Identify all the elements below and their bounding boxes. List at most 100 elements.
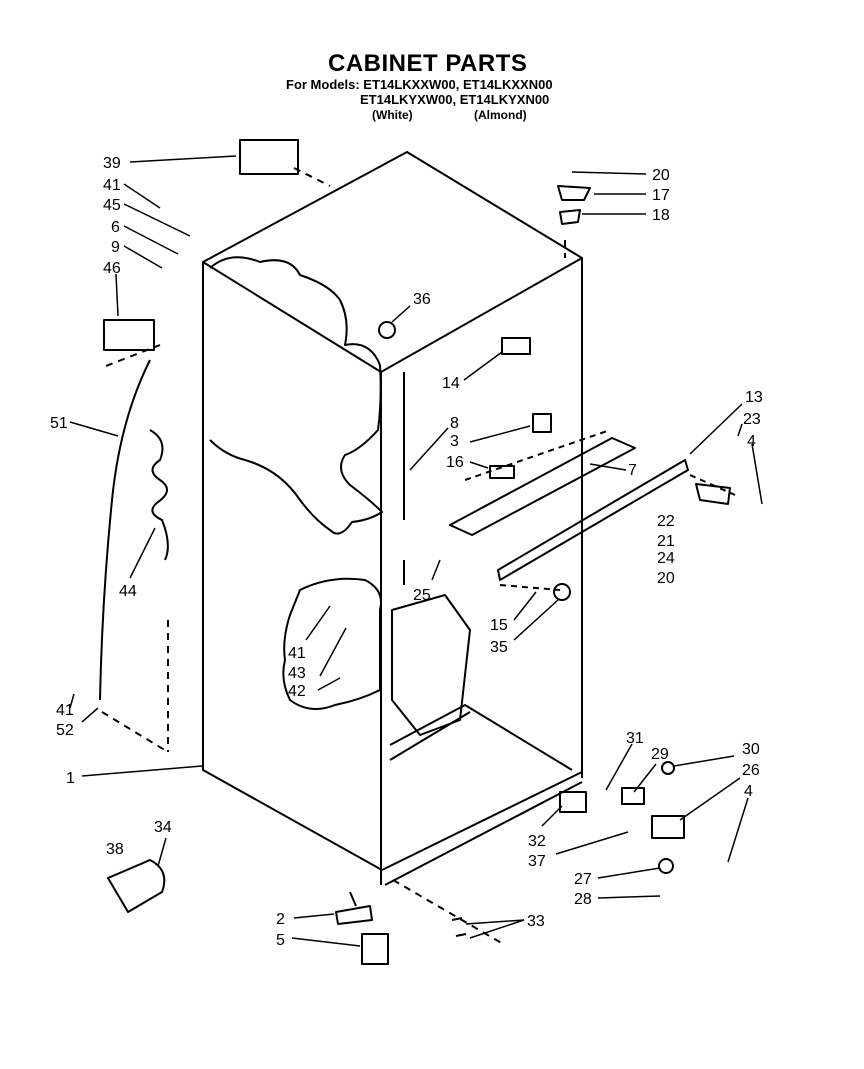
part-22-bracket	[695, 483, 731, 505]
leader-31	[605, 743, 633, 791]
callout-labels: 39 41 45 6 9 46 51 44 41 52 1 34 38 2 5 …	[50, 155, 763, 949]
cabinet-floor	[389, 704, 573, 771]
part-2-leveler	[335, 891, 373, 925]
callout-20: 20	[652, 167, 670, 184]
callout-35: 35	[490, 639, 508, 656]
callout-41-c: 41	[288, 645, 306, 662]
cutaway-upper	[209, 256, 383, 535]
callout-4-b: 4	[744, 783, 753, 800]
leader-33	[465, 919, 525, 939]
callout-23: 23	[743, 411, 761, 428]
part-18-bushing	[559, 209, 581, 225]
part-46-valve	[103, 319, 155, 351]
cabinet-base	[381, 771, 583, 886]
callout-43: 43	[288, 665, 306, 682]
callout-2: 2	[276, 911, 285, 928]
part-36-plug	[378, 321, 396, 339]
callout-27: 27	[574, 871, 592, 888]
part-5-roller	[361, 933, 389, 965]
page-title: CABINET PARTS	[328, 50, 528, 77]
part-27-leg	[658, 858, 674, 874]
leader-36	[391, 305, 411, 323]
crisper-cover	[391, 594, 471, 736]
callout-38: 38	[106, 841, 124, 858]
callout-41-b: 41	[56, 702, 74, 719]
callout-37: 37	[528, 853, 546, 870]
part-29-plate	[621, 787, 645, 805]
callout-51: 51	[50, 415, 68, 432]
leader-37	[555, 831, 629, 855]
power-cord-coil	[149, 429, 169, 561]
leader-26	[679, 777, 741, 821]
leader-46	[115, 273, 119, 317]
leader-23	[737, 423, 743, 437]
callout-14: 14	[442, 375, 460, 392]
callout-22: 22	[657, 513, 675, 530]
leader-14	[463, 351, 503, 381]
part-30-washer	[661, 761, 675, 775]
callout-20-b: 20	[657, 570, 675, 587]
leader-5	[291, 937, 361, 947]
leader-41b	[69, 693, 75, 709]
models-line-1: For Models: ET14LKXXW00, ET14LKXXN00	[286, 77, 553, 92]
leader-4a	[751, 443, 763, 505]
callout-5: 5	[276, 932, 285, 949]
callout-31: 31	[626, 730, 644, 747]
callout-44: 44	[119, 583, 137, 600]
callout-24: 24	[657, 550, 675, 567]
callout-42: 42	[288, 683, 306, 700]
callout-4: 4	[747, 433, 756, 450]
callout-26: 26	[742, 762, 760, 779]
callout-34: 34	[154, 819, 172, 836]
part-32-shim	[559, 791, 587, 813]
shelf-rail	[449, 437, 636, 536]
leader-7	[589, 463, 627, 471]
leader-16	[469, 461, 489, 469]
callout-13: 13	[745, 389, 763, 406]
dashed-guides	[101, 167, 566, 946]
part-16-pad	[489, 465, 515, 479]
leader-44	[129, 527, 156, 579]
part-33-plugs	[451, 917, 467, 937]
leader-6	[123, 225, 179, 255]
callout-29: 29	[651, 746, 669, 763]
callout-7: 7	[628, 462, 637, 479]
leader-43	[319, 627, 347, 677]
callout-3: 3	[450, 433, 459, 450]
callout-28: 28	[574, 891, 592, 908]
callout-9: 9	[111, 239, 120, 256]
callout-15: 15	[490, 617, 508, 634]
leader-4b	[727, 797, 749, 863]
leader-42	[317, 677, 341, 691]
part-35-cap	[553, 583, 571, 601]
leader-51	[69, 421, 119, 437]
leader-9	[123, 245, 163, 269]
callout-33: 33	[527, 913, 545, 930]
callout-6: 6	[111, 219, 120, 236]
water-hose	[99, 359, 151, 701]
callout-32: 32	[528, 833, 546, 850]
leader-30	[673, 755, 735, 767]
leader-20a	[571, 171, 647, 175]
part-3-block	[532, 413, 552, 433]
leader-39	[129, 155, 237, 163]
callout-46: 46	[103, 260, 121, 277]
leader-34	[157, 837, 167, 867]
leader-52	[81, 707, 99, 723]
leader-35	[513, 599, 559, 641]
callout-8: 8	[450, 415, 459, 432]
part-17-hinge	[557, 185, 591, 201]
leader-27	[597, 867, 661, 879]
leader-29	[633, 763, 657, 793]
color-white-label: (White)	[372, 108, 413, 122]
leader-32	[541, 805, 563, 827]
callout-36: 36	[413, 291, 431, 308]
leader-41a	[123, 183, 161, 209]
models-line-2: ET14LKYXW00, ET14LKYXN00	[360, 92, 550, 107]
callout-17: 17	[652, 187, 670, 204]
callout-21: 21	[657, 533, 675, 550]
callout-1: 1	[66, 770, 75, 787]
leader-28	[597, 895, 661, 899]
